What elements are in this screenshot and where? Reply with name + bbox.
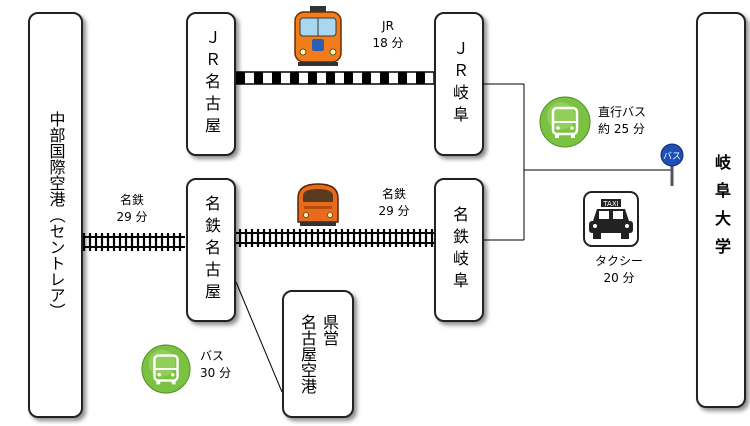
- meitetsu-route-label: 名鉄 29 分: [378, 187, 410, 218]
- centrair-station: 中部国際空港（セントレア）: [28, 12, 83, 418]
- airport-bus-line: [235, 281, 283, 393]
- meitetsu-gifu-label: 名鉄岐阜: [450, 206, 469, 294]
- jr-track-segment: [398, 72, 407, 84]
- jr-track-segment: [380, 72, 389, 84]
- train-icon: [294, 6, 342, 66]
- jr-track-segment: [362, 72, 371, 84]
- direct-bus-route-label: 直行バス 約 25 分: [598, 105, 647, 136]
- jr-track-segment: [254, 72, 263, 84]
- jr-route-label: JR 18 分: [372, 19, 404, 50]
- bus-icon: [539, 96, 591, 148]
- jr-gifu-station: ＪＲ岐阜: [434, 12, 484, 156]
- jr-gifu-label: ＪＲ岐阜: [450, 40, 469, 128]
- jr-track-segment: [236, 72, 245, 84]
- prefectural-label: 県営: [320, 314, 339, 346]
- centrair-route-label: 名鉄 29 分: [116, 193, 148, 224]
- centrair-track: [82, 233, 185, 251]
- nagoya-airport-label: 名古屋空港: [298, 314, 317, 394]
- jr-track-segment: [308, 72, 317, 84]
- bus-stop-sign: バス: [660, 143, 684, 186]
- prefectural-nagoya-airport: 県営 名古屋空港: [282, 290, 354, 418]
- gifu-university-label: 岐阜大学: [712, 154, 731, 266]
- gifu-connector: [484, 83, 672, 241]
- jr-track-segment: [344, 72, 353, 84]
- meitetsu-train-icon: [297, 183, 339, 226]
- taxi-route-label: タクシー 20 分: [594, 254, 643, 285]
- jr-track-segment: [290, 72, 299, 84]
- centrair-label: 中部国際空港（セントレア）: [46, 111, 66, 319]
- airport-bus-icon: [141, 344, 191, 394]
- meitetsu-gifu-station: 名鉄岐阜: [434, 178, 484, 322]
- taxi-sign-label: TAXI: [602, 200, 618, 208]
- taxi-icon: TAXI: [583, 191, 639, 247]
- jr-track-segment: [326, 72, 335, 84]
- meitetsu-nagoya-station: 名鉄名古屋: [186, 178, 236, 322]
- prefectural-airport-label: 県営 名古屋空港: [298, 314, 339, 394]
- jr-track: [235, 71, 435, 85]
- meitetsu-track: [236, 229, 434, 247]
- gifu-university: 岐阜大学: [696, 12, 746, 408]
- jr-nagoya-label: ＪＲ名古屋: [202, 29, 221, 139]
- airport-bus-route-label: バス 30 分: [200, 349, 232, 380]
- jr-nagoya-station: ＪＲ名古屋: [186, 12, 236, 156]
- jr-track-segment: [416, 72, 425, 84]
- meitetsu-nagoya-label: 名鉄名古屋: [202, 195, 221, 305]
- bus-stop-label: バス: [663, 151, 681, 162]
- jr-track-segment: [272, 72, 281, 84]
